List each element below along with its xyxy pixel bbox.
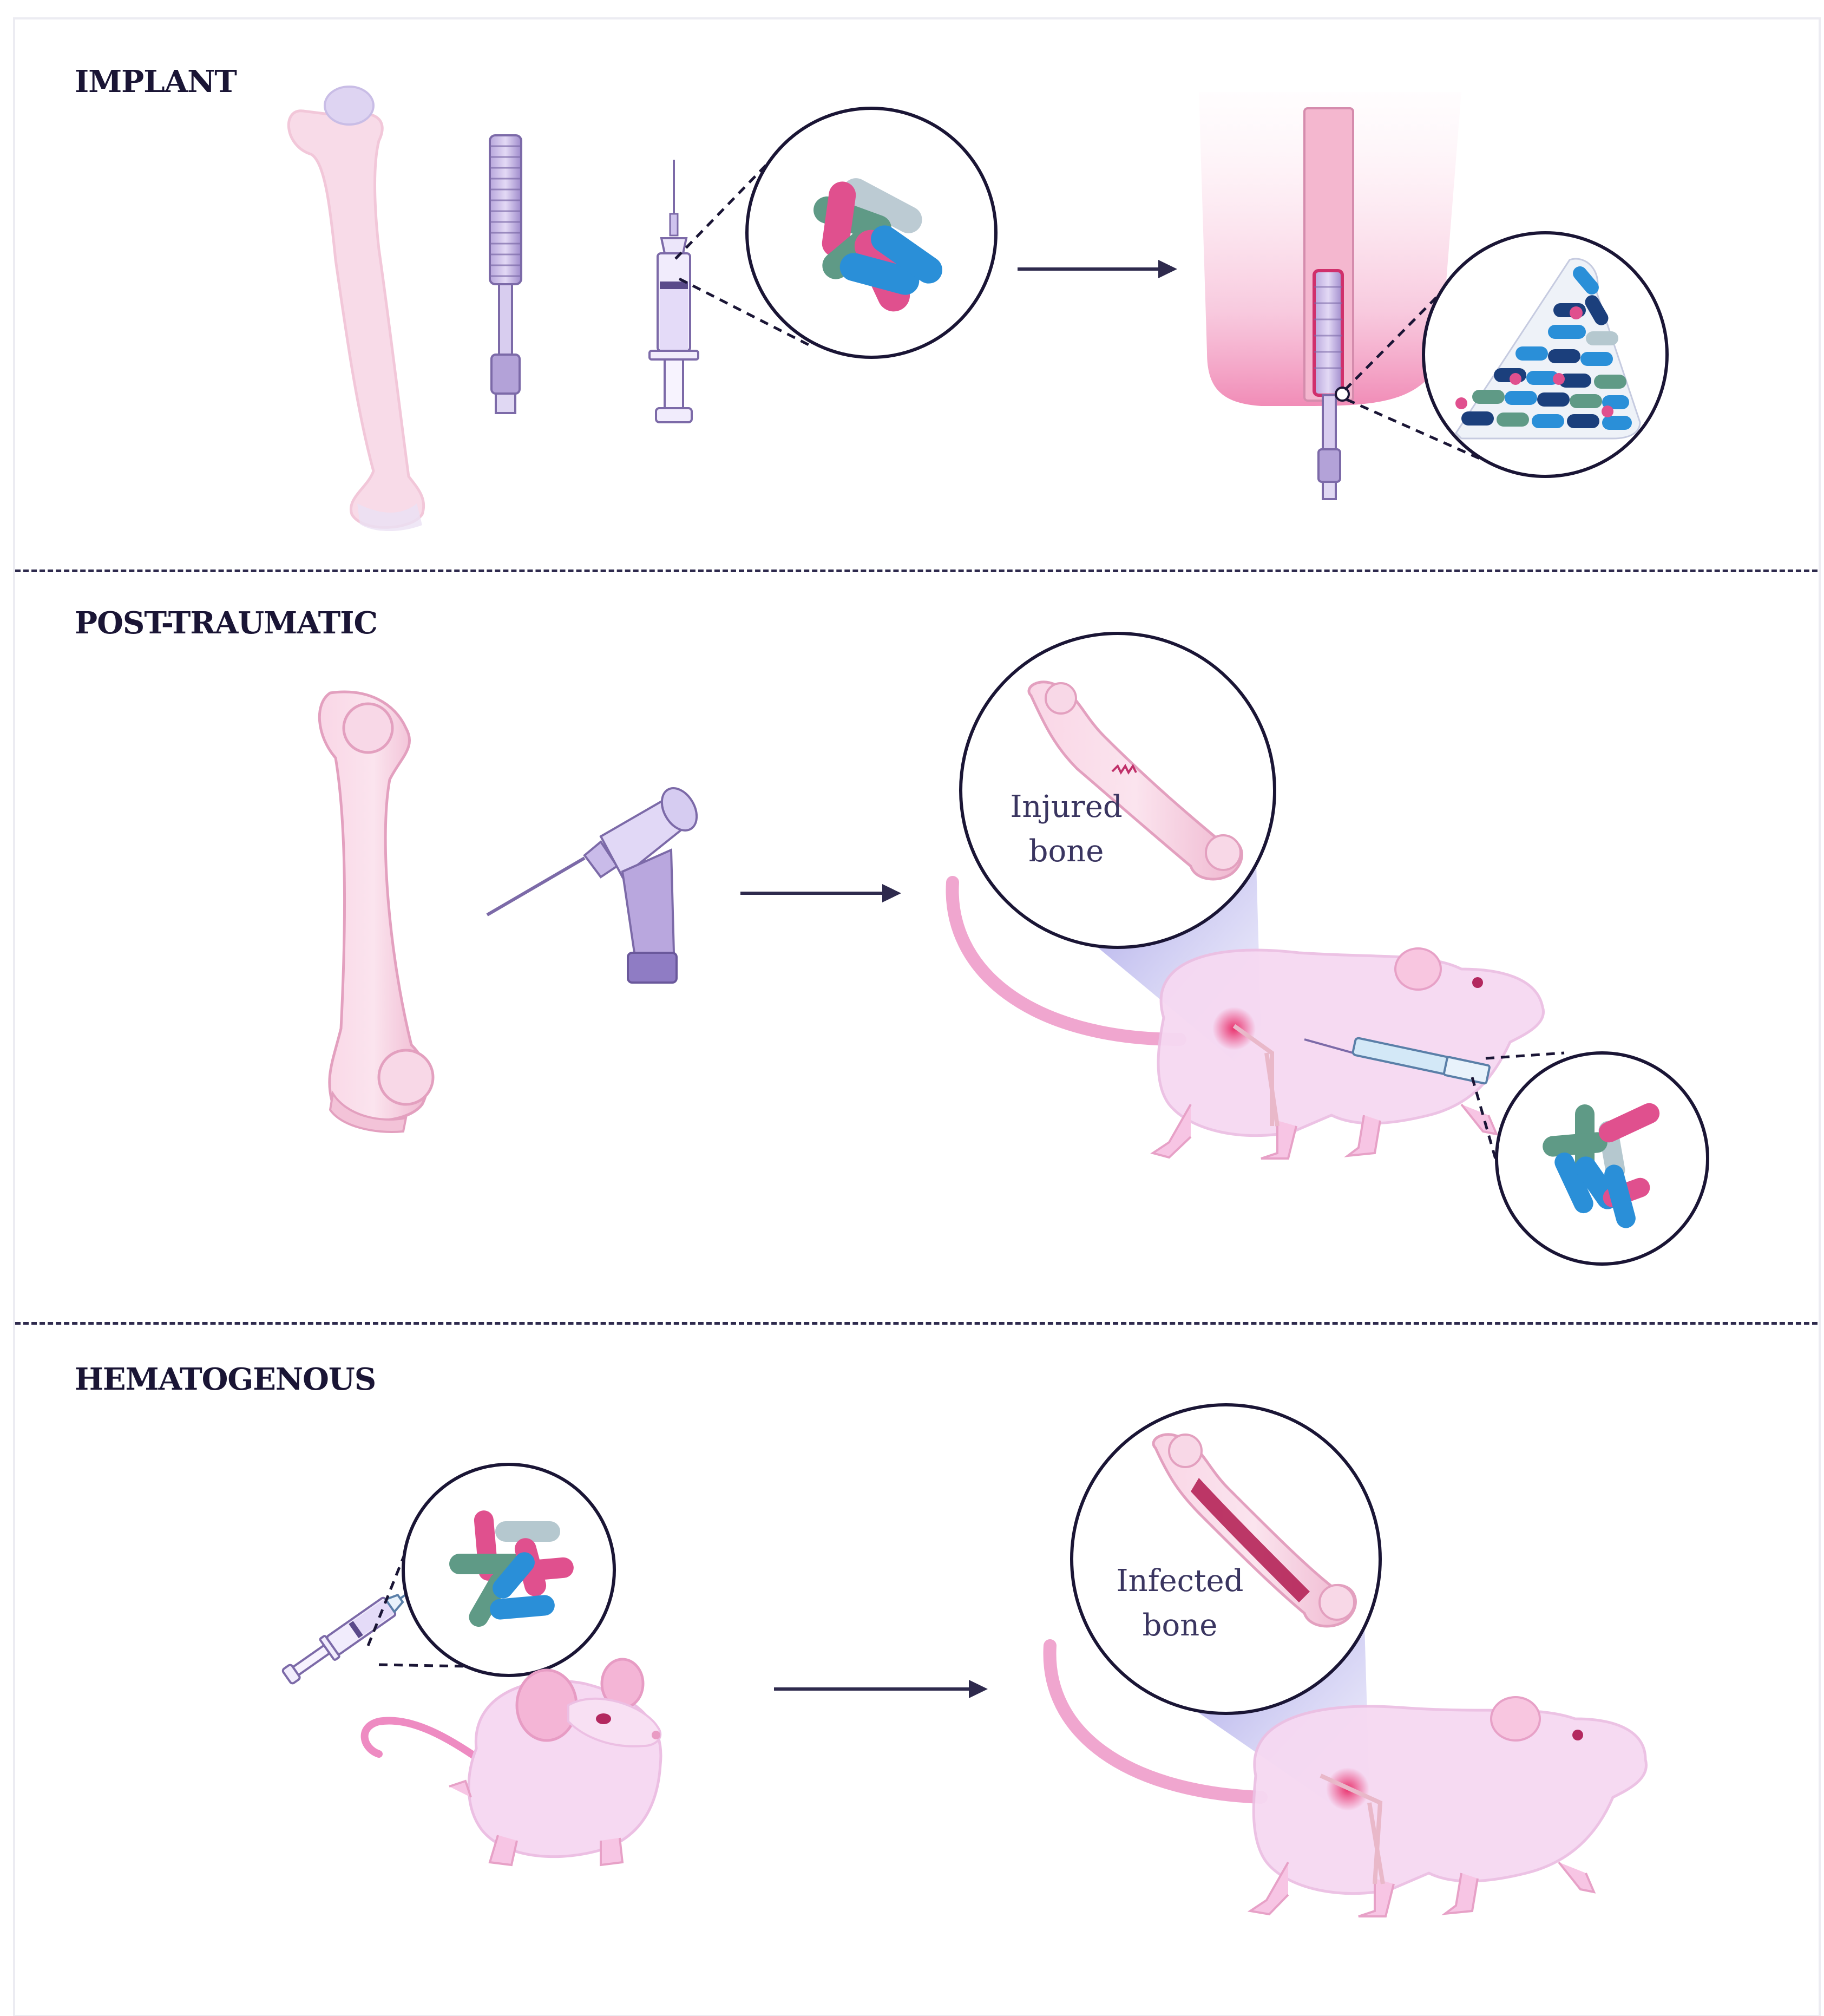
femur-implant	[287, 86, 425, 532]
bacteria-zoom-implant	[745, 107, 998, 359]
zoom-line	[1485, 1051, 1565, 1060]
section-title-post-traumatic: POST-TRAUMATIC	[75, 605, 378, 641]
surgical-drill	[486, 787, 698, 984]
section-divider	[15, 570, 1818, 572]
bacteria-zoom-post-traumatic	[1495, 1051, 1709, 1266]
arrow-implant	[1018, 260, 1177, 278]
zoom-line	[1344, 289, 1445, 391]
section-title-implant: IMPLANT	[75, 64, 237, 100]
biofilm-zoom	[1422, 231, 1669, 478]
callout-line: bone	[1142, 1608, 1218, 1643]
zoom-line	[678, 277, 813, 348]
callout-line: bone	[1028, 834, 1104, 869]
mouse-infected	[1043, 1639, 1648, 1917]
implant-tissue	[1199, 92, 1461, 500]
arrow-hematogenous	[774, 1680, 988, 1698]
zoom-line	[674, 159, 772, 260]
callout-line: Infected	[1116, 1563, 1244, 1599]
threaded-rod	[489, 134, 522, 414]
bacteria-zoom-hematogenous	[402, 1463, 616, 1677]
arrow-post-traumatic	[740, 884, 901, 902]
figure-frame	[13, 17, 1821, 2016]
callout-injured-bone: Injured bone	[996, 785, 1137, 874]
injured-bone-zoom	[959, 632, 1276, 949]
syringe-implant	[648, 160, 699, 423]
callout-infected-bone: Infected bone	[1099, 1559, 1261, 1648]
syringe-hematogenous	[281, 1566, 445, 1685]
femur-post-traumatic	[318, 690, 435, 1133]
zoom-line	[1346, 398, 1487, 463]
callout-line: Injured	[1010, 789, 1123, 824]
mouse-sitting	[360, 1658, 662, 1867]
infected-bone-zoom	[1070, 1403, 1382, 1715]
section-title-hematogenous: HEMATOGENOUS	[75, 1362, 376, 1397]
mouse-injection	[946, 876, 1545, 1160]
section-divider	[15, 1322, 1818, 1325]
